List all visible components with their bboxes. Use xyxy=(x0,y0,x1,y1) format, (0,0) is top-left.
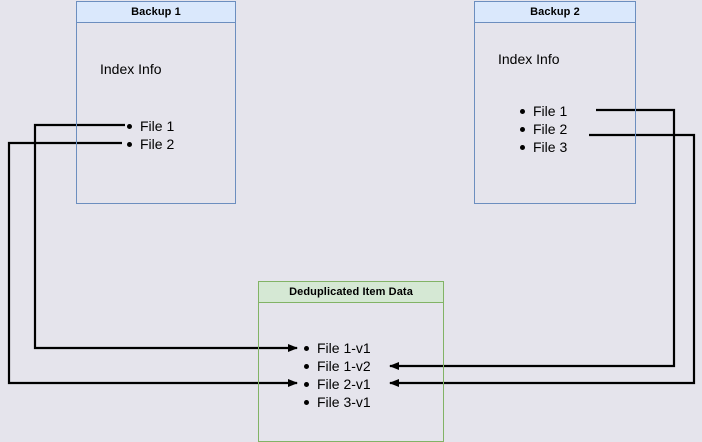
backup1-title: Backup 1 xyxy=(76,1,236,23)
node-deduplicated-item-data[interactable]: Deduplicated Item Data File 1-v1 File 1-… xyxy=(258,281,444,442)
list-item[interactable]: File 3-v1 xyxy=(302,393,371,411)
backup1-file-list: File 1 File 2 xyxy=(125,117,174,153)
list-item[interactable]: File 1 xyxy=(125,117,174,135)
list-item[interactable]: File 1-v2 xyxy=(302,357,371,375)
edge-backup1-file2-to-file2v1 xyxy=(7,141,298,387)
list-item[interactable]: File 2 xyxy=(518,120,567,138)
node-backup2[interactable]: Backup 2 Index Info File 1 File 2 File 3 xyxy=(474,1,636,204)
backup2-subtitle: Index Info xyxy=(498,51,560,67)
edge-backup2-file2-to-file2v1 xyxy=(389,133,696,387)
backup2-file-list: File 1 File 2 File 3 xyxy=(518,102,567,156)
list-item[interactable]: File 2-v1 xyxy=(302,375,371,393)
list-item[interactable]: File 2 xyxy=(125,135,174,153)
edge-backup1-file1-to-file1v1 xyxy=(33,123,298,352)
dedup-file-list: File 1-v1 File 1-v2 File 2-v1 File 3-v1 xyxy=(302,339,371,411)
dedup-title: Deduplicated Item Data xyxy=(258,281,444,303)
backup1-subtitle: Index Info xyxy=(100,61,162,77)
list-item[interactable]: File 1 xyxy=(518,102,567,120)
node-backup1[interactable]: Backup 1 Index Info File 1 File 2 xyxy=(76,1,236,204)
list-item[interactable]: File 1-v1 xyxy=(302,339,371,357)
backup2-title: Backup 2 xyxy=(474,1,636,23)
list-item[interactable]: File 3 xyxy=(518,138,567,156)
backup1-frame xyxy=(76,1,236,204)
